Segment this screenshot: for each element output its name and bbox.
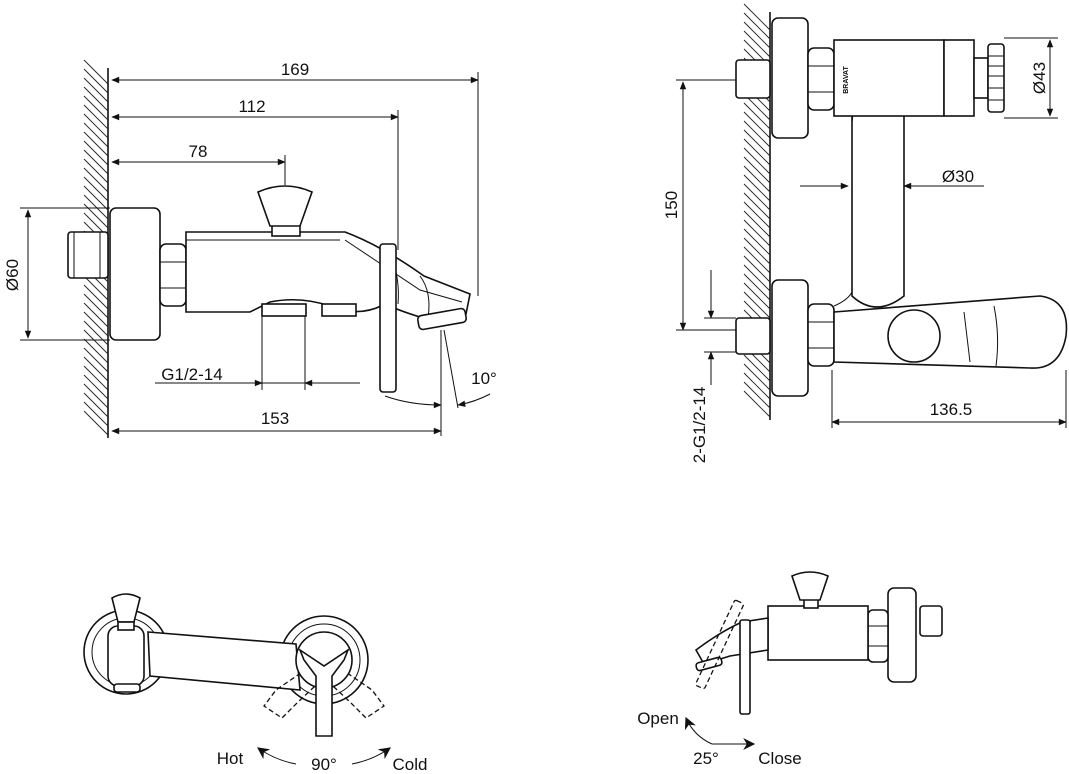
dim-diameter-43-label: Ø43 bbox=[1030, 62, 1049, 94]
lever-view-body bbox=[767, 605, 869, 661]
lower-nut bbox=[807, 303, 835, 367]
handle-cap bbox=[887, 309, 941, 363]
side-view: 169 112 78 Ø60 G1/2-14 10° 153 bbox=[3, 59, 497, 438]
inlet-stub bbox=[67, 231, 109, 279]
dim-diameter-60-label: Ø60 bbox=[3, 259, 22, 291]
dim-150-label: 150 bbox=[662, 191, 681, 219]
upper-inlet bbox=[735, 59, 771, 99]
top-view: Hot 90° Cold bbox=[83, 593, 428, 774]
lower-inlet bbox=[735, 317, 771, 355]
hex-nut bbox=[159, 243, 187, 307]
upper-nut bbox=[807, 47, 835, 111]
lever-open bbox=[695, 599, 744, 690]
lower-flange bbox=[771, 279, 809, 397]
knurled-knob bbox=[973, 43, 1005, 113]
lever-closed bbox=[739, 619, 751, 715]
dim-153-label: 153 bbox=[261, 409, 289, 428]
cylinder-body bbox=[833, 39, 945, 117]
hot-label: Hot bbox=[217, 749, 244, 768]
top-handle bbox=[298, 647, 350, 737]
inlet-thread-label: 2-G1/2-14 bbox=[690, 387, 709, 464]
close-label: Close bbox=[758, 749, 801, 768]
lever-view-knob bbox=[791, 571, 829, 609]
angle-25-label: 25° bbox=[693, 749, 719, 768]
dim-diameter-30-label: Ø30 bbox=[942, 167, 974, 186]
diverter-lever bbox=[379, 243, 397, 393]
lever-view-nut bbox=[867, 609, 889, 663]
dimension-lines bbox=[20, 72, 491, 436]
dim-78-label: 78 bbox=[189, 142, 208, 161]
angle-10-label: 10° bbox=[471, 369, 497, 388]
open-label: Open bbox=[637, 709, 679, 728]
dimension-lines-right bbox=[676, 37, 1067, 428]
upper-flange bbox=[771, 17, 809, 139]
dim-112-label: 112 bbox=[238, 97, 265, 116]
top-knob bbox=[107, 593, 145, 693]
dim-169-label: 169 bbox=[281, 60, 309, 79]
front-view: BRAVAT 150 2-G1/2-14 Ø43 Ø30 136.5 bbox=[662, 3, 1068, 464]
spout-outlet bbox=[416, 307, 468, 331]
thread-label: G1/2-14 bbox=[161, 365, 222, 384]
wall-flange bbox=[109, 207, 161, 341]
brand-label: BRAVAT bbox=[843, 65, 850, 93]
body-column bbox=[851, 107, 905, 308]
angle-90-label: 90° bbox=[311, 755, 337, 774]
diverter-knob bbox=[256, 185, 314, 237]
mixer-handle bbox=[833, 295, 1068, 369]
cold-label: Cold bbox=[393, 755, 428, 774]
dim-136-5-label: 136.5 bbox=[930, 400, 973, 419]
lever-view: Open 25° Close bbox=[637, 571, 943, 768]
